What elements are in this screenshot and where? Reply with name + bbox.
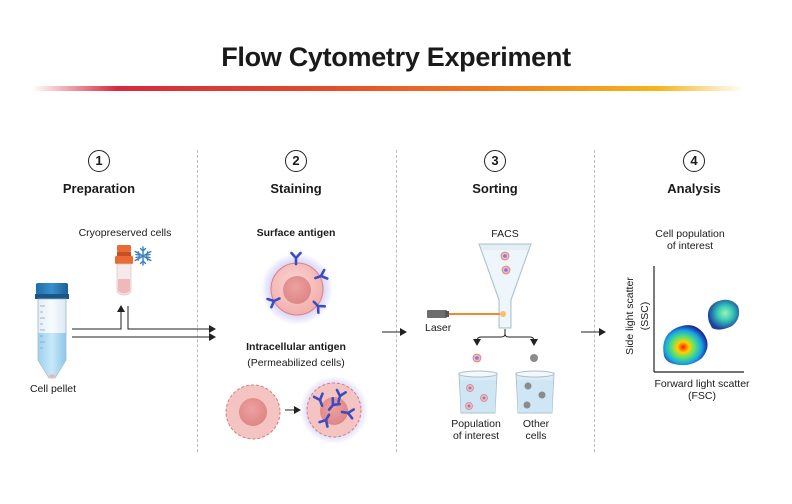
step-3-number: 3 <box>484 150 506 172</box>
snowflake-icon <box>134 246 152 266</box>
laser-source <box>427 310 506 318</box>
step-2-label: Staining <box>270 181 322 196</box>
intracellular-stained-cell <box>300 376 368 444</box>
step-1-label: Preparation <box>62 181 136 196</box>
population-interest-line-1: Cell population <box>655 228 725 240</box>
step-4-number: 4 <box>683 150 705 172</box>
x-axis-label-line-2: (FSC) <box>688 390 716 402</box>
intracellular-antigen-label: Intracellular antigen <box>246 341 346 353</box>
population-interest-line-2: of interest <box>666 240 714 252</box>
permeabilized-label: (Permeabilized cells) <box>247 357 345 369</box>
page-title: Flow Cytometry Experiment <box>221 42 571 72</box>
step-1-number: 1 <box>88 150 110 172</box>
surface-antigen-label: Surface antigen <box>256 227 336 239</box>
cell-pellet-label: Cell pellet <box>29 383 77 395</box>
facs-label: FACS <box>491 228 519 240</box>
preparation-arrows <box>72 305 216 341</box>
target-cell-population <box>707 299 740 330</box>
population-label-line-2: of interest <box>452 430 500 442</box>
title-gradient-bar <box>32 86 744 91</box>
cryovial <box>115 245 133 296</box>
cryopreserved-label: Cryopreserved cells <box>78 227 172 239</box>
main-cell-population <box>663 325 708 366</box>
collection-tube-other <box>515 370 555 414</box>
facs-funnel <box>478 243 532 329</box>
other-cells-label-line-2: cells <box>525 430 547 442</box>
step-3-label: Sorting <box>472 181 518 196</box>
divider-3 <box>594 150 595 452</box>
step-2-number: 2 <box>285 150 307 172</box>
cell-pellet-tube <box>35 283 69 379</box>
population-label-line-1: Population <box>451 418 501 430</box>
unstained-cell <box>225 384 281 440</box>
divider-2 <box>396 150 397 452</box>
step-4-label: Analysis <box>667 181 721 196</box>
falling-other-cell <box>530 354 538 362</box>
sorting-split-arrows <box>473 329 538 346</box>
x-axis-label-line-1: Forward light scatter <box>654 378 750 390</box>
scatter-plot <box>653 266 744 373</box>
other-cells-label-line-1: Other <box>522 418 550 430</box>
laser-label: Laser <box>425 322 452 334</box>
divider-1 <box>197 150 198 452</box>
collection-tube-population <box>458 370 498 414</box>
surface-stained-cell <box>261 251 333 325</box>
